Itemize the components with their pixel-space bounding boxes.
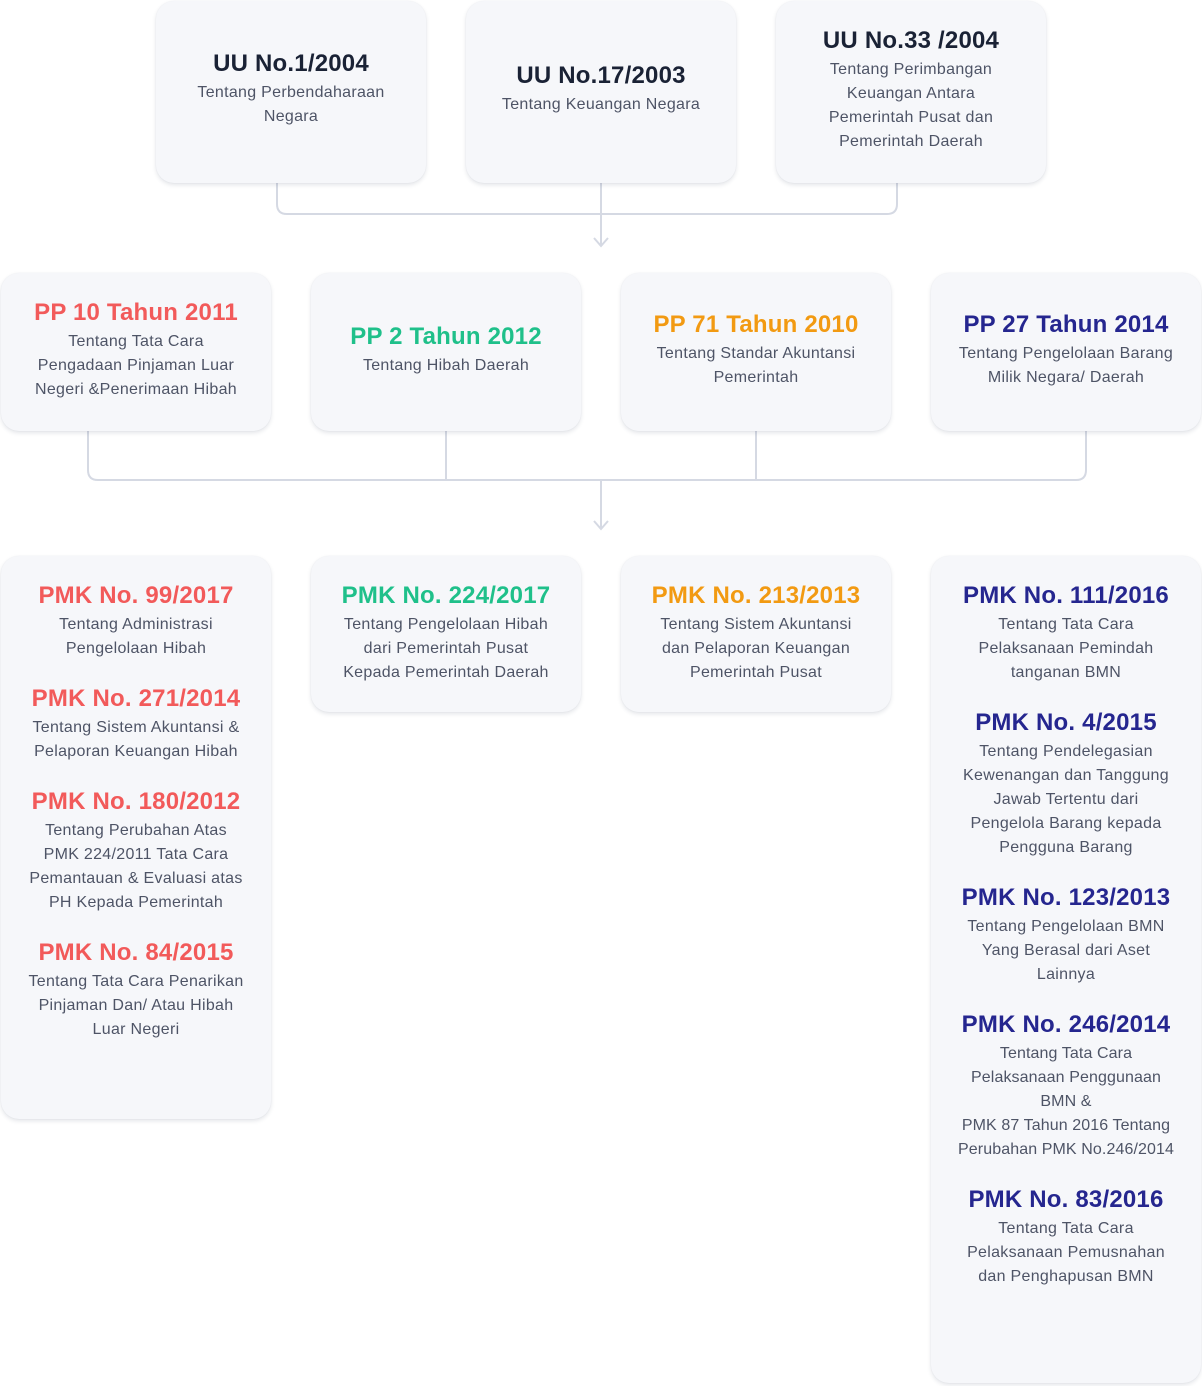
pmk-entry: PMK No. 213/2013 Tentang Sistem Akuntans… (652, 580, 861, 685)
pmk-entry: PMK No. 4/2015 Tentang Pendelegasian Kew… (963, 707, 1169, 860)
pp-desc-1: Tentang Tata Cara Pengadaan Pinjaman Lua… (35, 332, 237, 398)
uu-card-1: UU No.1/2004 Tentang Perbendaharaan Nega… (156, 1, 426, 183)
pmk-title: PMK No. 213/2013 (651, 582, 861, 609)
pmk-desc: Tentang Administrasi Pengelolaan Hibah (59, 616, 213, 657)
pmk-column-akuntansi: PMK No. 213/2013 Tentang Sistem Akuntans… (621, 556, 891, 712)
pmk-title: PMK No. 271/2014 (31, 685, 241, 712)
uu-title-2: UU No.17/2003 (516, 61, 686, 89)
pmk-title: PMK No. 111/2016 (963, 582, 1169, 609)
pmk-title: PMK No. 83/2016 (968, 1186, 1164, 1213)
pmk-entry: PMK No. 246/2014 Tentang Tata Cara Pelak… (958, 1009, 1174, 1162)
pp-card-2: PP 2 Tahun 2012 Tentang Hibah Daerah (311, 273, 581, 431)
pmk-desc: Tentang Tata Cara Pelaksanaan Pemusnahan… (967, 1220, 1165, 1285)
pmk-desc: Tentang Pengelolaan Hibah dari Pemerinta… (343, 616, 549, 681)
uu-title-3: UU No.33 /2004 (822, 26, 1000, 54)
uu-desc-2: Tentang Keuangan Negara (501, 95, 701, 113)
pmk-column-hibah-daerah: PMK No. 224/2017 Tentang Pengelolaan Hib… (311, 556, 581, 712)
pmk-title: PMK No. 246/2014 (961, 1011, 1171, 1038)
pp-bracket-connector (87, 431, 1087, 481)
pmk-desc: Tentang Sistem Akuntansi dan Pelaporan K… (660, 616, 852, 681)
pmk-desc: Tentang Pengelolaan BMN Yang Berasal dar… (967, 918, 1165, 983)
pmk-column-hibah: PMK No. 99/2017 Tentang Administrasi Pen… (1, 556, 271, 1119)
pmk-entry: PMK No. 123/2013 Tentang Pengelolaan BMN… (962, 882, 1171, 987)
pp-title-1: PP 10 Tahun 2011 (34, 298, 238, 326)
uu-bracket-connector (276, 183, 898, 215)
uu-card-3: UU No.33 /2004 Tentang Perimbangan Keuan… (776, 1, 1046, 183)
pmk-title: PMK No. 123/2013 (961, 884, 1171, 911)
pp-title-3: PP 71 Tahun 2010 (653, 310, 859, 338)
pp-desc-3: Tentang Standar Akuntansi Pemerintah (656, 344, 856, 386)
pmk-entry: PMK No. 84/2015 Tentang Tata Cara Penari… (28, 937, 243, 1042)
pmk-title: PMK No. 84/2015 (38, 939, 234, 966)
pmk-entry: PMK No. 83/2016 Tentang Tata Cara Pelaks… (967, 1184, 1165, 1289)
arrow-down-icon (593, 237, 609, 248)
pp-desc-4: Tentang Pengelolaan Barang Milik Negara/… (958, 344, 1174, 386)
pp-card-4: PP 27 Tahun 2014 Tentang Pengelolaan Bar… (931, 273, 1201, 431)
pmk-entry: PMK No. 180/2012 Tentang Perubahan Atas … (29, 786, 242, 915)
pmk-title: PMK No. 224/2017 (341, 582, 551, 609)
pmk-desc: Tentang Sistem Akuntansi & Pelaporan Keu… (32, 719, 240, 760)
uu-desc-1: Tentang Perbendaharaan Negara (197, 83, 385, 125)
pmk-desc: Tentang Pendelegasian Kewenangan dan Tan… (963, 743, 1169, 856)
pmk-entry: PMK No. 99/2017 Tentang Administrasi Pen… (38, 580, 233, 661)
arrow-down-icon (593, 520, 609, 531)
uu-title-1: UU No.1/2004 (213, 49, 369, 77)
pmk-entry: PMK No. 224/2017 Tentang Pengelolaan Hib… (342, 580, 551, 685)
pp-card-1: PP 10 Tahun 2011 Tentang Tata Cara Penga… (1, 273, 271, 431)
uu-card-2: UU No.17/2003 Tentang Keuangan Negara (466, 1, 736, 183)
pp-title-2: PP 2 Tahun 2012 (350, 322, 542, 350)
pmk-title: PMK No. 180/2012 (31, 788, 241, 815)
uu-desc-3: Tentang Perimbangan Keuangan Antara Peme… (828, 60, 994, 150)
pp-desc-2: Tentang Hibah Daerah (362, 356, 530, 374)
pmk-title: PMK No. 4/2015 (975, 709, 1157, 736)
pmk-desc: Tentang Perubahan Atas PMK 224/2011 Tata… (29, 822, 243, 911)
pmk-desc: Tentang Tata Cara Pelaksanaan Penggunaan… (958, 1045, 1174, 1158)
pmk-column-bmn: PMK No. 111/2016 Tentang Tata Cara Pelak… (931, 556, 1201, 1383)
pmk-entry: PMK No. 111/2016 Tentang Tata Cara Pelak… (963, 580, 1169, 685)
pmk-title: PMK No. 99/2017 (38, 582, 234, 609)
pp-title-4: PP 27 Tahun 2014 (963, 310, 1169, 338)
pmk-desc: Tentang Tata Cara Pelaksanaan Pemindah t… (978, 616, 1154, 681)
pmk-desc: Tentang Tata Cara Penarikan Pinjaman Dan… (28, 973, 244, 1038)
pmk-entry: PMK No. 271/2014 Tentang Sistem Akuntans… (32, 683, 241, 764)
pp-card-3: PP 71 Tahun 2010 Tentang Standar Akuntan… (621, 273, 891, 431)
